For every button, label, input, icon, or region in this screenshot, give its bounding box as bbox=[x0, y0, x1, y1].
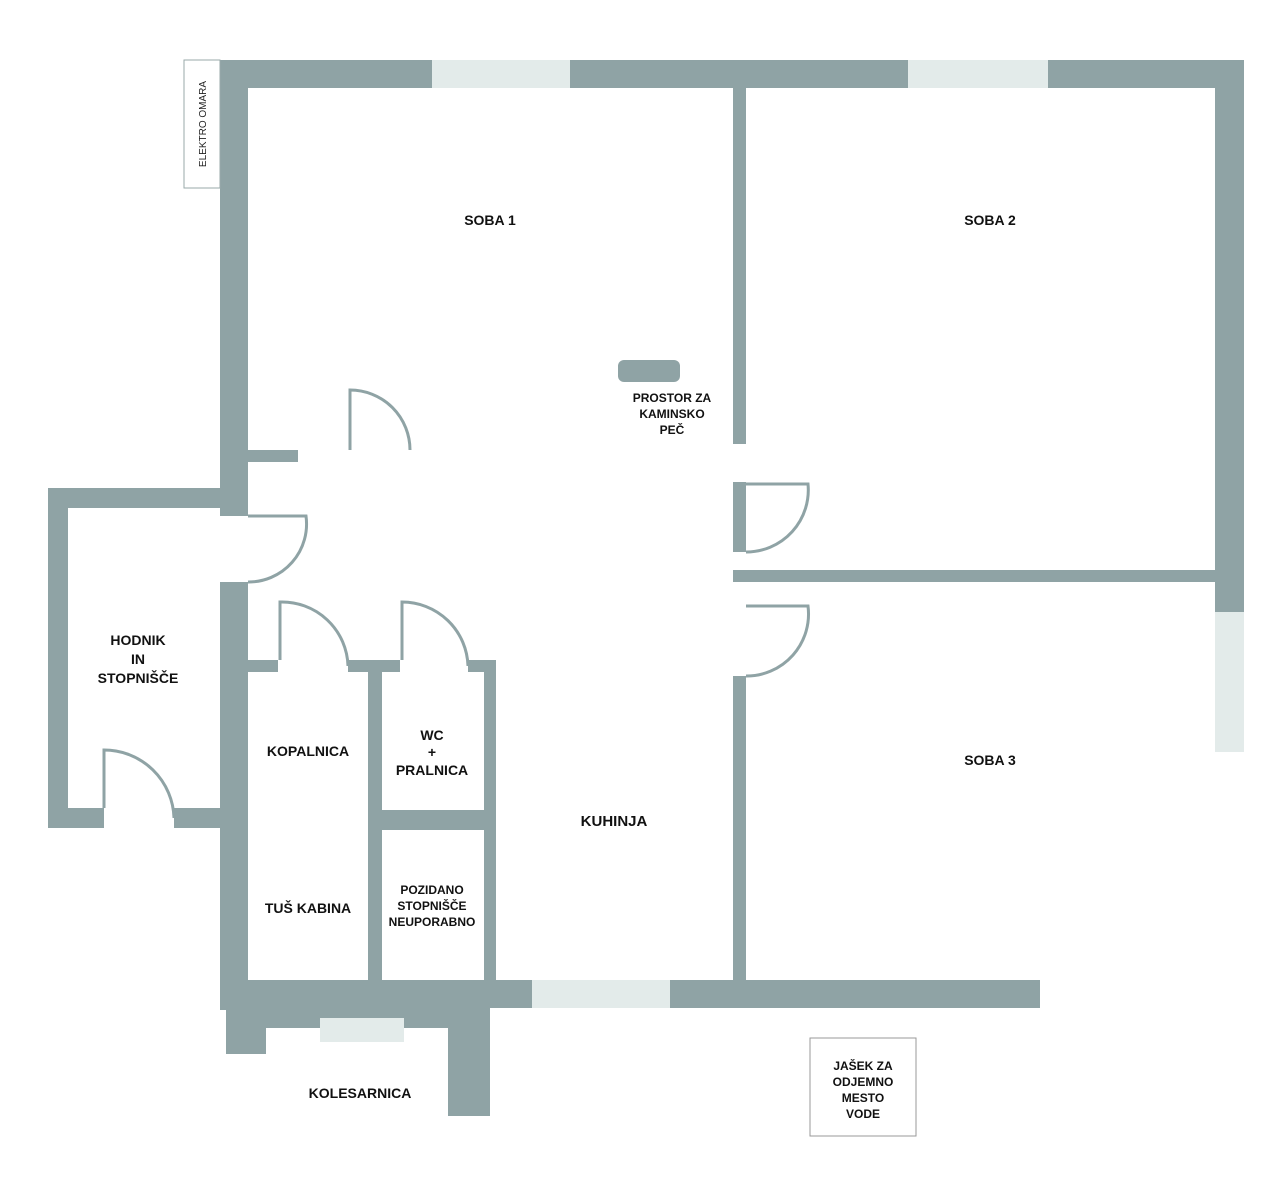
label-pozidano-2: STOPNIŠČE bbox=[397, 898, 466, 913]
window-kolesarnica bbox=[320, 1018, 404, 1042]
label-jasek-3: MESTO bbox=[842, 1091, 884, 1105]
door-soba2 bbox=[745, 482, 810, 554]
wall-hodnik-top bbox=[48, 488, 220, 508]
door-wc bbox=[400, 600, 470, 667]
wall-top-2 bbox=[570, 60, 908, 88]
wall-top-1 bbox=[220, 60, 432, 88]
wall-bottom-1 bbox=[220, 980, 532, 1008]
window-bottom bbox=[532, 980, 670, 1008]
label-wc-1: WC bbox=[420, 727, 443, 743]
label-hodnik-2: IN bbox=[131, 651, 145, 667]
door-hodnik-stair bbox=[102, 748, 176, 819]
wall-kolesarnica-right bbox=[448, 1008, 490, 1116]
label-jasek-1: JAŠEK ZA bbox=[833, 1058, 893, 1073]
label-soba3: SOBA 3 bbox=[964, 752, 1016, 768]
label-soba2: SOBA 2 bbox=[964, 212, 1016, 228]
wall-hodnik-bottom-2 bbox=[174, 808, 220, 828]
wall-left-upper bbox=[220, 60, 248, 516]
label-jasek-2: ODJEMNO bbox=[833, 1075, 894, 1089]
label-pozidano-1: POZIDANO bbox=[400, 883, 463, 897]
elektro-omara-box bbox=[183, 59, 221, 189]
doors bbox=[102, 388, 810, 819]
label-kopalnica: KOPALNICA bbox=[267, 743, 349, 759]
label-wc-3: PRALNICA bbox=[396, 762, 468, 778]
wall-hodnik-left bbox=[48, 488, 68, 828]
window-right bbox=[1215, 612, 1244, 752]
wall-soba2-soba3 bbox=[733, 570, 1215, 582]
walls bbox=[48, 60, 1244, 1116]
wall-soba3-left bbox=[733, 676, 746, 980]
label-tus-kabina: TUŠ KABINA bbox=[265, 899, 351, 916]
label-hodnik-3: STOPNIŠČE bbox=[98, 669, 179, 686]
label-pozidano-3: NEUPORABNO bbox=[389, 915, 476, 929]
wall-kolesarnica-left bbox=[226, 1008, 266, 1054]
label-soba1: SOBA 1 bbox=[464, 212, 516, 228]
window-top-1 bbox=[432, 60, 570, 88]
label-hodnik-1: HODNIK bbox=[110, 632, 165, 648]
wall-bath-top-1 bbox=[248, 660, 278, 672]
wall-bottom-2 bbox=[670, 980, 1040, 1008]
label-prostor-1: PROSTOR ZA bbox=[633, 391, 712, 405]
wall-bath-divider bbox=[368, 660, 382, 980]
label-jasek-4: VODE bbox=[846, 1107, 880, 1121]
wall-left-lower bbox=[220, 582, 248, 1010]
fireplace-block bbox=[618, 360, 680, 382]
wall-wc-bottom bbox=[382, 810, 484, 830]
label-wc-2: + bbox=[428, 744, 436, 760]
label-prostor-3: PEČ bbox=[660, 422, 685, 437]
wall-right bbox=[1215, 60, 1244, 612]
wall-soba1-stub bbox=[248, 450, 298, 462]
jasek-box bbox=[809, 1037, 917, 1137]
door-kopalnica bbox=[278, 600, 350, 667]
wall-hodnik-bottom-1 bbox=[48, 808, 104, 828]
wall-top-3 bbox=[1048, 60, 1244, 88]
label-kolesarnica: KOLESARNICA bbox=[309, 1085, 412, 1101]
label-kuhinja: KUHINJA bbox=[581, 813, 648, 830]
wall-soba2-hall bbox=[733, 482, 746, 552]
wall-wc-right bbox=[484, 660, 496, 980]
window-top-2 bbox=[908, 60, 1048, 88]
door-soba3 bbox=[745, 604, 810, 678]
windows bbox=[320, 60, 1244, 1042]
door-soba1 bbox=[348, 388, 412, 451]
door-hodnik-entry bbox=[247, 514, 309, 584]
wall-soba1-soba2 bbox=[733, 88, 746, 444]
elektro-omara-label: ELEKTRO OMARA bbox=[198, 81, 209, 167]
label-prostor-2: KAMINSKO bbox=[639, 407, 704, 421]
